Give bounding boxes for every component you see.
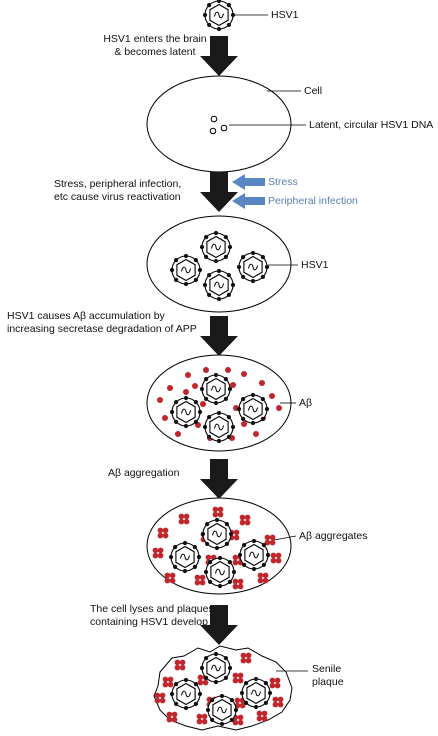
step2-line2: etc cause virus reactivation xyxy=(54,190,181,203)
hsv1-top-label: HSV1 xyxy=(271,9,299,21)
step5-text: The cell lyses and plaques containing HS… xyxy=(90,603,214,628)
virus-icon xyxy=(202,410,236,444)
hsv1-virus-icon xyxy=(202,0,236,32)
latent-dna-circles xyxy=(209,115,228,135)
virus-icon xyxy=(205,693,239,727)
abeta-aggregates-label: Aβ aggregates xyxy=(299,530,368,542)
senile-plaque-label: Senile plaque xyxy=(312,663,344,688)
step2-text: Stress, peripheral infection, etc cause … xyxy=(54,178,181,203)
latent-dna-label: Latent, circular HSV1 DNA xyxy=(309,119,434,131)
virus-icon xyxy=(237,538,271,572)
step1-line1: HSV1 enters the brain xyxy=(103,33,207,45)
virus-icon xyxy=(202,268,236,302)
virus-icon xyxy=(199,230,233,264)
step3-line1: HSV1 causes Aβ accumulation by xyxy=(7,310,165,322)
virus-icon xyxy=(236,250,270,284)
virus-icon xyxy=(169,677,203,711)
virus-icon xyxy=(169,395,203,429)
step4-text: Aβ aggregation xyxy=(108,467,180,479)
peripheral-infection-label: Peripheral infection xyxy=(268,195,358,207)
infection-arrow-icon xyxy=(232,193,265,209)
cell-reactivation xyxy=(146,215,292,313)
down-arrow-2 xyxy=(200,172,238,212)
virus-icon xyxy=(203,555,237,589)
senile-line1: Senile xyxy=(312,663,342,675)
virus-icon xyxy=(236,392,270,426)
down-arrow-4 xyxy=(200,459,238,499)
step3-line2: increasing secretase degradation of APP xyxy=(7,322,197,335)
virus-icon xyxy=(199,651,233,685)
virus-icon xyxy=(239,676,273,710)
step5-line1: The cell lyses and plaques xyxy=(90,603,214,615)
virus-icon xyxy=(168,540,202,574)
stress-arrow-icon xyxy=(232,174,265,190)
hsv1-cell-label: HSV1 xyxy=(301,259,329,271)
stress-label: Stress xyxy=(268,176,298,188)
step1-line2: & becomes latent xyxy=(114,45,196,58)
virus-icon xyxy=(200,517,234,551)
senile-line2: plaque xyxy=(312,675,344,688)
cell-label: Cell xyxy=(304,85,323,97)
step2-line1: Stress, peripheral infection, xyxy=(54,178,182,190)
step1-text: HSV1 enters the brain & becomes latent xyxy=(90,33,220,58)
virus-icon xyxy=(199,372,233,406)
step3-text: HSV1 causes Aβ accumulation by increasin… xyxy=(7,310,197,335)
virus-icon xyxy=(169,253,203,287)
down-arrow-3 xyxy=(200,316,238,356)
cell-latent xyxy=(146,75,292,173)
abeta-label: Aβ xyxy=(299,397,313,409)
step5-line2: containing HSV1 develop xyxy=(90,615,208,628)
